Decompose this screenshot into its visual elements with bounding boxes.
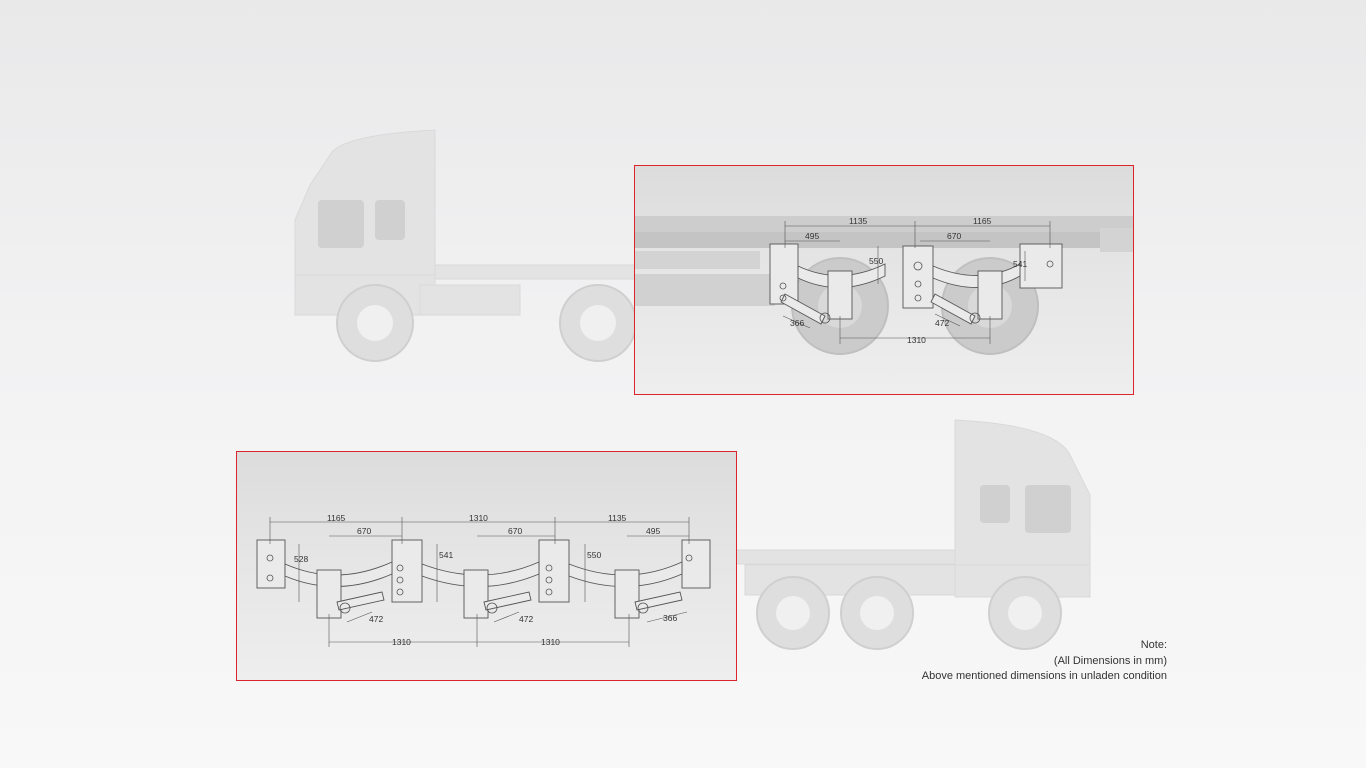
dim-bottom-528: 528 bbox=[294, 554, 308, 564]
note-title: Note: bbox=[1140, 639, 1167, 651]
dim-bottom-1310-right: 1310 bbox=[541, 637, 560, 647]
dim-top-550: 550 bbox=[869, 256, 883, 266]
tridem-suspension-diagram: 1165 1310 1135 670 670 495 528 541 550 4… bbox=[256, 513, 711, 647]
dim-top-1310: 1310 bbox=[907, 335, 926, 345]
dim-top-495: 495 bbox=[805, 231, 819, 241]
tandem-suspension-panel: 1135 1165 495 670 550 541 366 472 1310 bbox=[634, 165, 1134, 395]
tridem-suspension-panel: 1165 1310 1135 670 670 495 528 541 550 4… bbox=[236, 451, 737, 681]
dim-top-670: 670 bbox=[947, 231, 961, 241]
dim-top-366: 366 bbox=[790, 318, 804, 328]
dim-top-472: 472 bbox=[935, 318, 949, 328]
dim-bottom-550: 550 bbox=[587, 550, 601, 560]
dim-bottom-1310-top: 1310 bbox=[469, 513, 488, 523]
dim-bottom-472-right: 472 bbox=[519, 614, 533, 624]
dim-bottom-495: 495 bbox=[646, 526, 660, 536]
dimensions-note: Note: (All Dimensions in mm) Above menti… bbox=[922, 638, 1167, 685]
dim-bottom-366: 366 bbox=[663, 613, 677, 623]
dim-bottom-670-right: 670 bbox=[508, 526, 522, 536]
note-units: (All Dimensions in mm) bbox=[1053, 654, 1167, 667]
dim-top-1165: 1165 bbox=[973, 216, 992, 226]
dim-bottom-1135: 1135 bbox=[608, 513, 627, 523]
dim-bottom-541: 541 bbox=[439, 550, 453, 560]
dim-top-1135: 1135 bbox=[849, 216, 868, 226]
note-condition: Above mentioned dimensions in unladen co… bbox=[921, 670, 1167, 682]
dim-bottom-1310-left: 1310 bbox=[392, 637, 411, 647]
tandem-suspension-diagram: 1135 1165 495 670 550 541 366 472 1310 bbox=[635, 216, 1133, 355]
dim-bottom-1165: 1165 bbox=[327, 513, 346, 523]
dim-bottom-670-left: 670 bbox=[357, 526, 371, 536]
background-truck-right bbox=[735, 419, 1091, 650]
dim-top-541: 541 bbox=[1013, 259, 1027, 269]
dim-bottom-472-left: 472 bbox=[369, 614, 383, 624]
background-truck-left bbox=[294, 129, 637, 362]
